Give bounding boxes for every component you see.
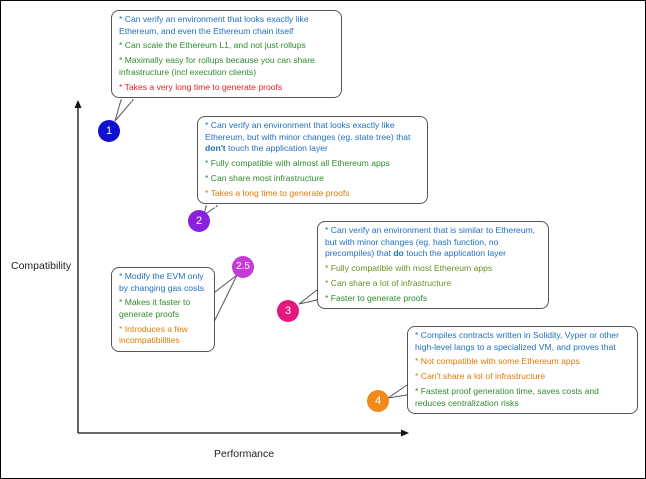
type-2-point-text: * Can verify an environment that looks e… (205, 120, 411, 142)
callout-type-4: * Compiles contracts written in Solidity… (407, 326, 638, 415)
y-axis-arrowhead (74, 100, 82, 108)
type-1-badge: 1 (98, 120, 120, 142)
type-2-point: * Fully compatible with almost all Ether… (205, 157, 390, 168)
type-3-point: * Can verify an environment that is simi… (325, 225, 542, 260)
type-3-point-emphasis: do (393, 248, 404, 259)
type-2-point: * Can share most infrastructure (205, 172, 324, 183)
type-1-point: * Takes a very long time to generate pro… (119, 81, 283, 92)
callout-3-pointer (298, 288, 318, 305)
type-2-5-point: * Makes it faster to generate proofs (119, 297, 191, 319)
type-2-5-point: * Introduces a few incompatibilities (119, 323, 188, 346)
type-2-badge: 2 (188, 210, 210, 232)
type-4-point: * Can't share a lot of infrastructure (415, 371, 546, 382)
type-2-point: * Can verify an environment that looks e… (205, 120, 421, 155)
type-1-point: * Can verify an environment that looks e… (119, 14, 309, 36)
x-axis-arrowhead (401, 429, 409, 437)
callout-type-2: * Can verify an environment that looks e… (197, 116, 428, 205)
callout-1-pointer (114, 99, 135, 122)
type-2-5-badge: 2.5 (232, 256, 254, 278)
type-4-point: * Not compatible with some Ethereum apps (415, 356, 580, 367)
type-4-badge: 4 (367, 390, 389, 412)
type-2-5-point: * Modify the EVM only by changing gas co… (119, 271, 205, 293)
type-1-point: * Can scale the Ethereum L1, and not jus… (119, 40, 306, 51)
type-2-point: * Takes a long time to generate proofs (205, 187, 350, 198)
callout-type-1: * Can verify an environment that looks e… (111, 10, 342, 99)
callout-2-pointer-mask (207, 204, 216, 208)
callout-type-3: * Can verify an environment that is simi… (317, 221, 549, 310)
type-2-point-text-tail: touch the application layer (225, 143, 328, 154)
y-axis-label: Compatibility (11, 260, 72, 272)
type-3-badge: 3 (277, 300, 299, 322)
type-3-point: * Can share a lot of infrastructure (325, 277, 452, 288)
type-4-point: * Fastest proof generation time, saves c… (415, 385, 599, 408)
type-3-point-text: * Can verify an environment that is simi… (325, 225, 536, 259)
type-4-point: * Compiles contracts written in Solidity… (415, 330, 619, 352)
x-axis-label: Performance (214, 448, 275, 460)
callout-1-pointer-mask (122, 98, 132, 102)
callout-4-pointer (387, 384, 408, 399)
type-3-point-text-tail: touch the application layer (403, 248, 507, 259)
type-2-point-emphasis: don't (205, 143, 226, 154)
type-1-point: * Maximally easy for rollups because you… (119, 55, 315, 77)
callout-type-2-5: * Modify the EVM only by changing gas co… (111, 267, 215, 352)
type-3-point: * Fully compatible with most Ethereum ap… (325, 262, 493, 273)
type-3-point: * Faster to generate proofs (325, 292, 428, 303)
